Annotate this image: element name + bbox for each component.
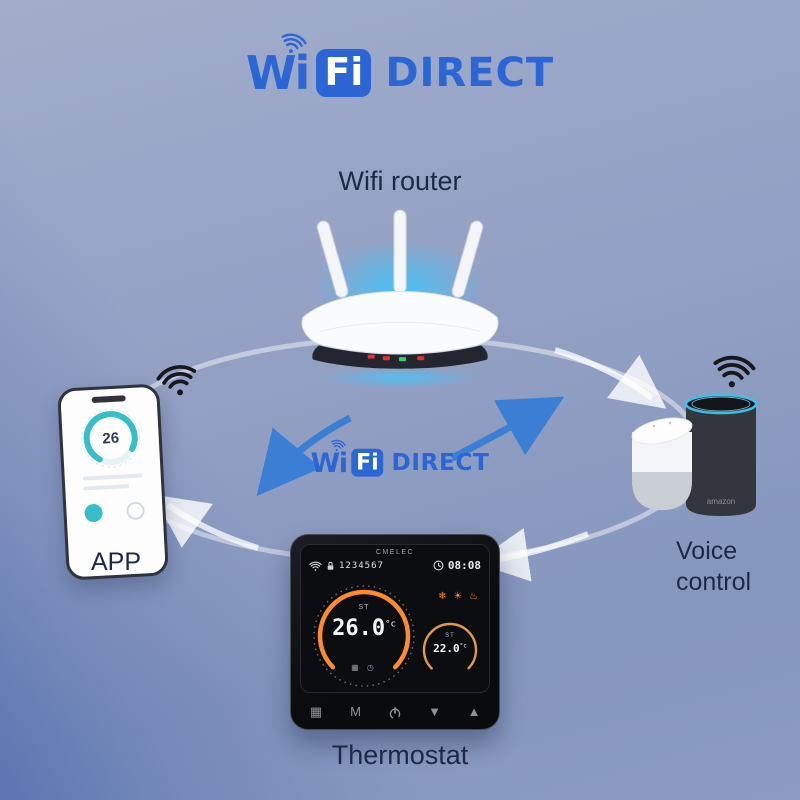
logo-wi-wrap: Wi (245, 30, 311, 100)
schedule-button: ▦ (309, 704, 323, 719)
phone-notch (91, 395, 126, 403)
thermostat-touch-buttons: ▦ M ▼ ▲ (305, 702, 485, 722)
lock-icon (327, 561, 334, 570)
secondary-temp-dial: ST 22.0°c (421, 621, 479, 679)
clock-icon (433, 560, 444, 571)
manual-button: M (350, 704, 361, 719)
main-temp-dial: ST 26.0°c ▦ ◷ (311, 583, 417, 689)
logo-wi: Wi (310, 447, 348, 479)
mode-icons: ❄ ☀ ♨ (438, 591, 480, 602)
main-temp-value: 26.0°c (311, 616, 417, 641)
logo-direct: DIRECT (391, 449, 490, 476)
thermostat-screen: CMELEC 1234567 08:08 ❄ ☀ ♨ (300, 544, 490, 693)
router-status-lights (367, 354, 425, 362)
voice-control-label: Voice control (676, 536, 751, 598)
thermostat-label: Thermostat (331, 740, 469, 770)
power-icon (389, 706, 401, 719)
thermostat-device: CMELEC 1234567 08:08 ❄ ☀ ♨ (290, 534, 500, 730)
app-temperature-dial: 26 (78, 405, 143, 470)
speakers-wifi-icon (710, 353, 757, 391)
phone-wifi-icon (154, 361, 201, 400)
smart-speakers: amazon (631, 393, 758, 516)
app-text-bar (83, 484, 130, 491)
router-label: Wifi router (338, 166, 462, 196)
smartphone-app: 26 (57, 361, 201, 581)
sub-set-label: ST (445, 633, 455, 639)
echo-brand-text: amazon (707, 497, 735, 506)
router-base (312, 345, 488, 369)
sub-temp-unit: °c (459, 642, 467, 650)
app-temp-value: 26 (101, 429, 120, 447)
voice-label-line1: Voice (676, 537, 738, 565)
thermostat-brand: CMELEC (375, 549, 415, 556)
thermo-time: 08:08 (447, 559, 481, 572)
app-home-button-icon (84, 503, 104, 523)
thermostat-status-bar: 1234567 08:08 (301, 556, 489, 572)
smartphone: 26 (57, 383, 169, 581)
voice-assistants: amazon (620, 353, 778, 534)
router-body-line (319, 321, 481, 332)
app-text-bar (82, 473, 143, 481)
logo-fi: Fi (316, 49, 372, 97)
logo-wi: Wi (245, 46, 311, 100)
app-settings-button-icon (126, 501, 145, 521)
main-temp-number: 26.0 (332, 616, 386, 641)
sub-temp-number: 22.0 (433, 642, 460, 655)
down-button: ▼ (428, 704, 441, 719)
power-button (384, 702, 406, 722)
app-label: APP (90, 548, 142, 576)
wifi-router (301, 209, 499, 388)
logo-direct: DIRECT (385, 50, 555, 96)
sub-temp-value: 22.0°c (421, 642, 479, 655)
wifi-direct-logo-center: Wi Fi DIRECT (168, 438, 632, 479)
thermo-digits: 1234567 (339, 560, 384, 571)
amazon-echo: amazon (684, 393, 758, 516)
logo-fi: Fi (351, 448, 384, 477)
up-button: ▲ (467, 704, 481, 719)
main-temp-unit: °c (385, 619, 396, 630)
main-dial-ring (313, 585, 415, 687)
wifi-direct-logo-top: Wi Fi DIRECT (0, 30, 800, 100)
sub-dial-ring (422, 622, 478, 678)
dial-footer-icons: ▦ ◷ (351, 663, 377, 672)
logo-wi-wrap: Wi (310, 438, 348, 479)
set-label: ST (358, 604, 370, 611)
app-dial-ring (80, 408, 141, 468)
google-home (631, 417, 693, 510)
app-bottom-buttons (72, 501, 157, 523)
voice-label-line2: control (676, 568, 752, 596)
router-base-glow (321, 367, 479, 388)
thermo-wifi-icon (309, 561, 322, 571)
